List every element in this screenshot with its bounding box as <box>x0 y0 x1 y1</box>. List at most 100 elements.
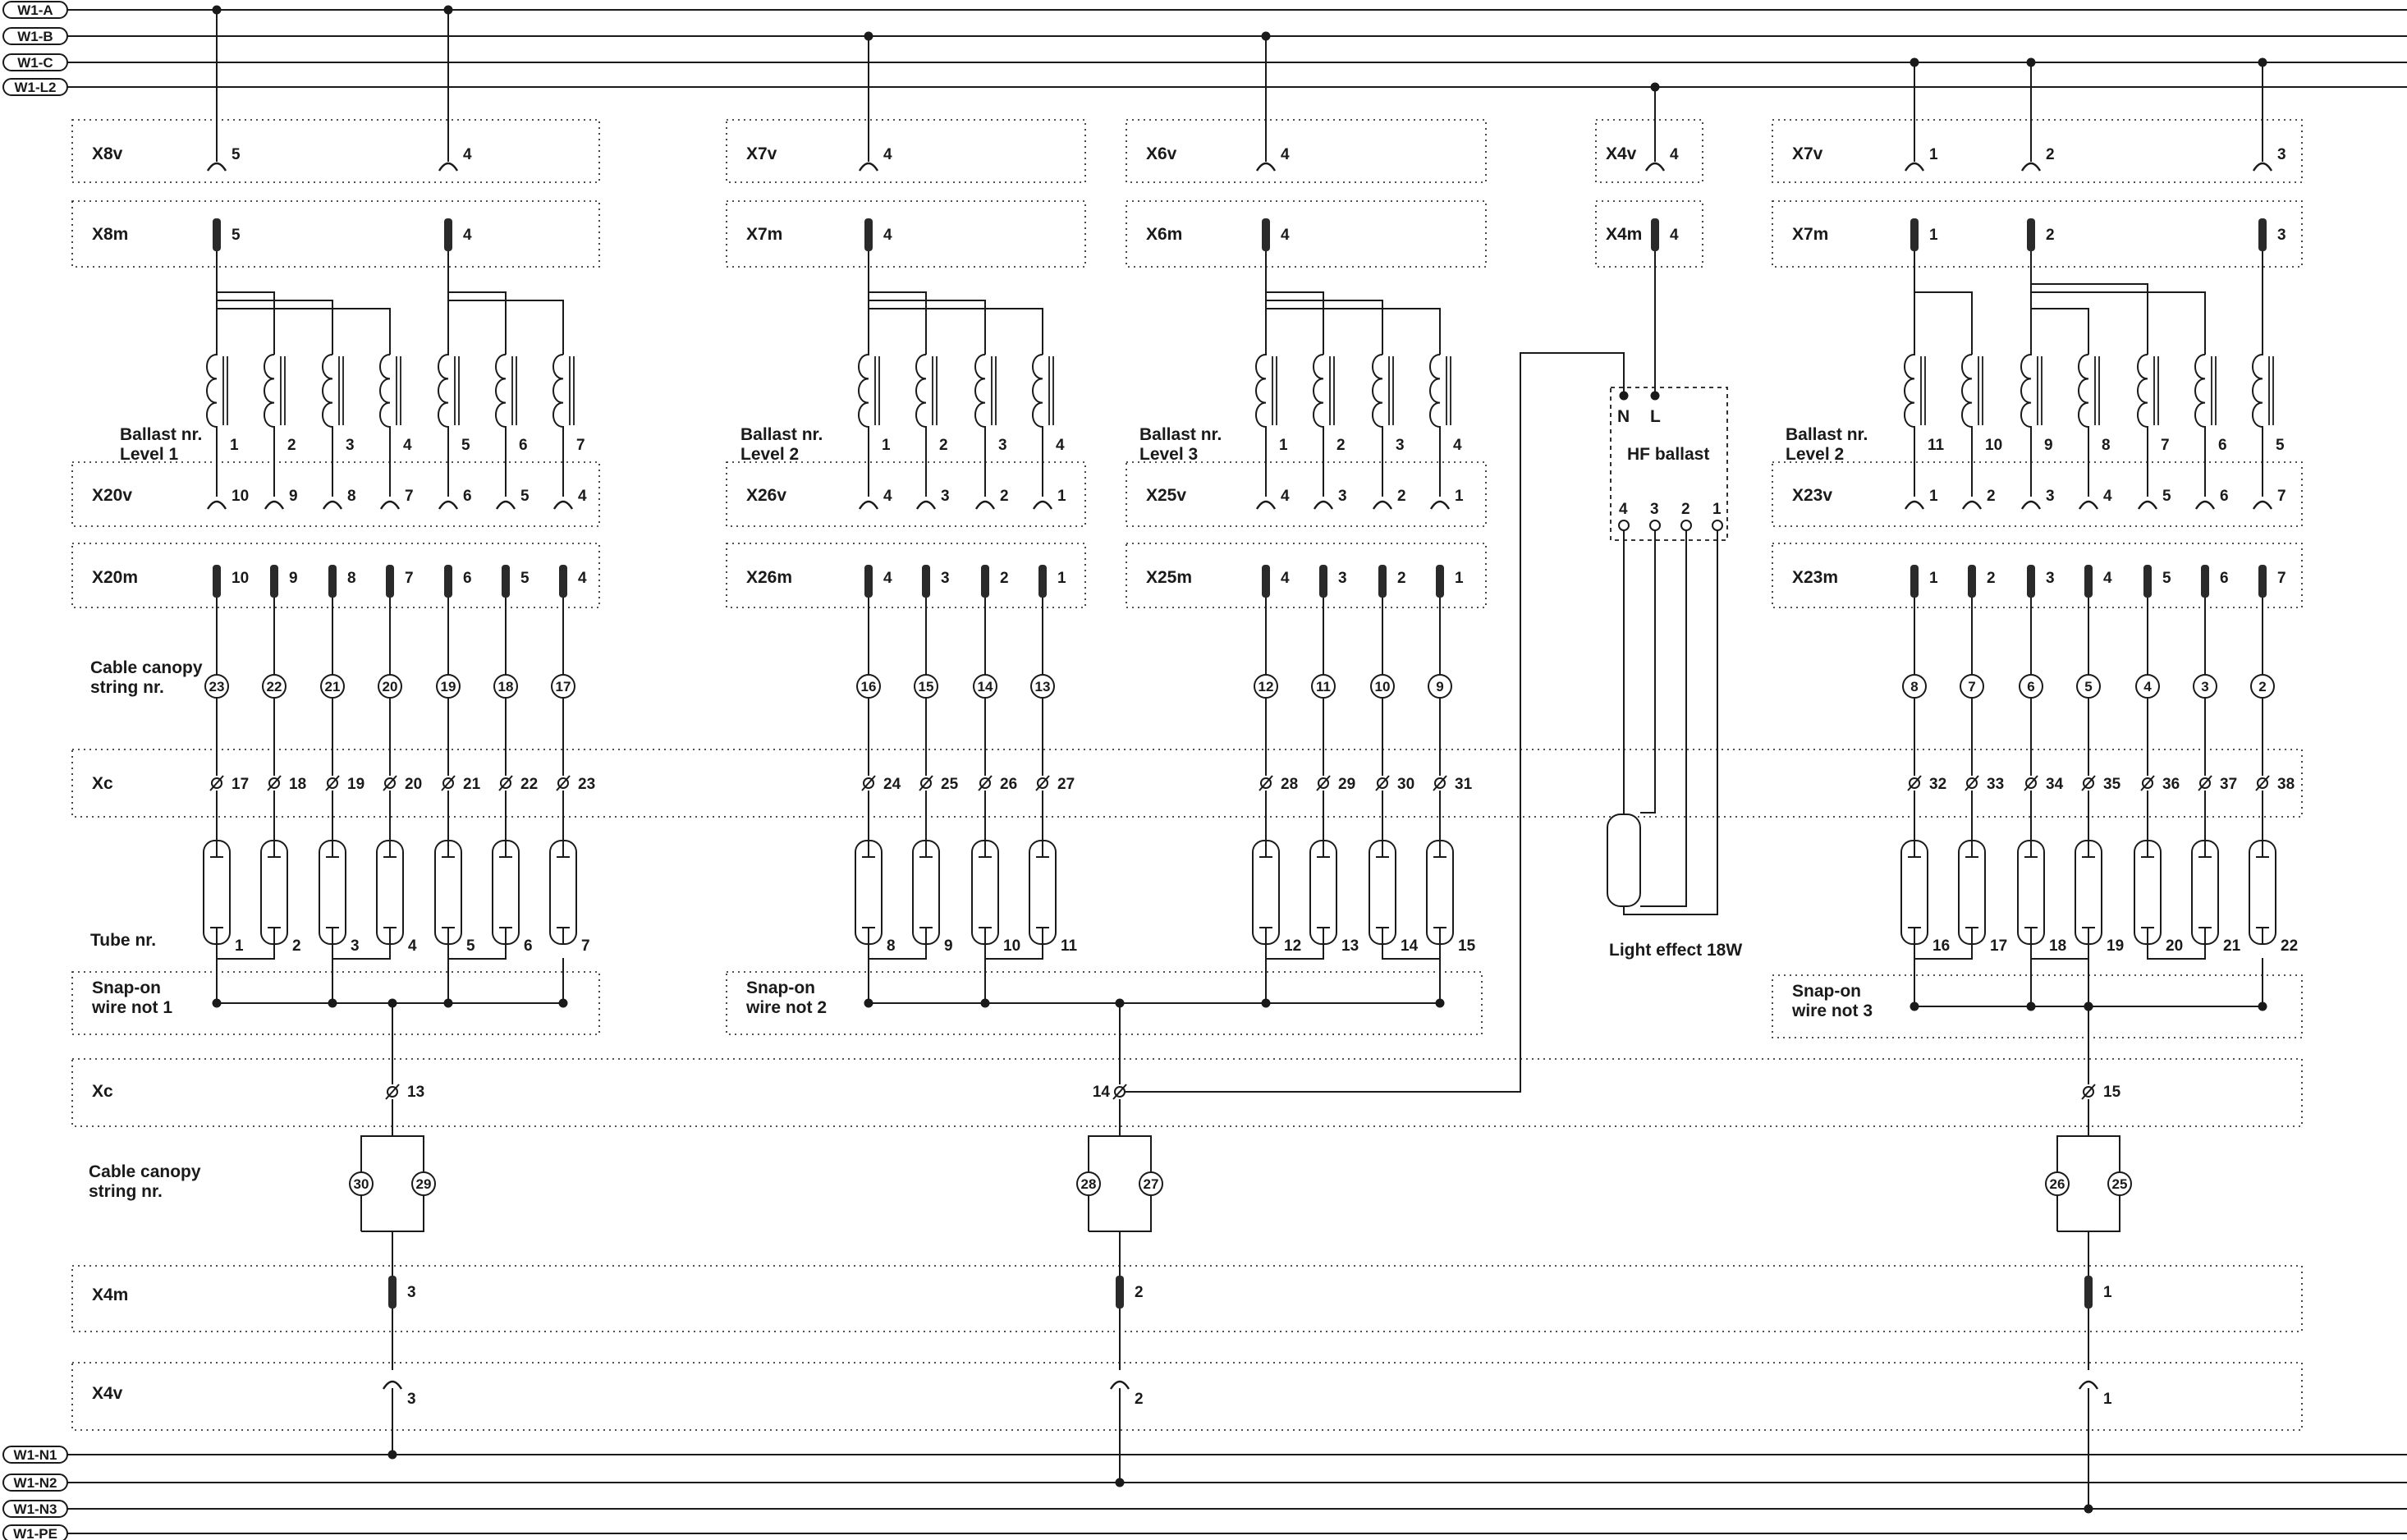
socket-connector-icon <box>206 162 227 172</box>
xc-number: 29 <box>1338 776 1355 793</box>
xm-box <box>726 200 1086 268</box>
xc-number: 33 <box>1987 776 2004 793</box>
terminal-symbol-icon <box>2255 775 2270 791</box>
ballast-wire <box>217 291 275 355</box>
xm2-number: 3 <box>1338 570 1347 587</box>
hf-n-label: N <box>1617 407 1630 426</box>
socket-connector-icon <box>2252 162 2273 172</box>
plug-connector-icon <box>922 565 930 598</box>
terminal-symbol-icon <box>2081 775 2096 791</box>
xm2-number: 7 <box>405 570 414 587</box>
canopy-loop-wire <box>360 1135 424 1232</box>
xm2-label: X25m <box>1146 568 1192 587</box>
snap-on-dot <box>864 998 873 1008</box>
cable-string-number: 29 <box>416 1176 432 1192</box>
bus-label: W1-A <box>17 2 53 18</box>
plug-connector-icon <box>502 565 510 598</box>
xc-number: 25 <box>941 776 959 793</box>
tube-return-wire <box>447 944 507 960</box>
tube-number: 11 <box>1061 937 1078 955</box>
bus-label: W1-L2 <box>15 80 57 95</box>
tube-number: 2 <box>292 937 301 955</box>
socket-connector-icon <box>379 500 401 510</box>
xv-box <box>71 119 600 183</box>
ballast-coil-icon <box>322 354 333 428</box>
xv2-number: 3 <box>1338 488 1347 505</box>
ballast-coil-icon <box>2078 354 2089 428</box>
snap-on-junction-dot <box>387 998 397 1008</box>
xv2-number: 1 <box>1455 488 1464 505</box>
feed-number: 1 <box>1929 227 1938 244</box>
cable-string-number: 21 <box>325 679 341 694</box>
cable-string-number: 28 <box>1081 1176 1097 1192</box>
tube-number: 1 <box>235 937 244 955</box>
terminal-symbol-icon <box>2140 775 2155 791</box>
level-label: Level 3 <box>1139 445 1198 464</box>
xm-label: X6m <box>1146 225 1182 244</box>
ballast-number: 3 <box>346 437 355 454</box>
ballast-wire <box>217 308 391 355</box>
tube-return-wire <box>984 944 1043 960</box>
tube-return-wire <box>332 944 391 960</box>
xc-number: 19 <box>347 776 364 793</box>
hf-output-terminal <box>1712 520 1723 531</box>
feed-number: 4 <box>463 227 472 244</box>
xm2-number: 9 <box>289 570 298 587</box>
feed-number: 4 <box>883 227 892 244</box>
cable-string-number: 3 <box>2201 679 2208 694</box>
xc-bottom-label: Xc <box>92 1082 113 1101</box>
xv2-box <box>1772 461 2303 527</box>
ballast-label: Ballast nr. <box>740 425 823 444</box>
ballast-number: 9 <box>2044 437 2053 454</box>
tube-return-wire <box>868 944 927 960</box>
terminal-symbol-icon <box>1112 1084 1127 1100</box>
xc-number: 20 <box>405 776 422 793</box>
xm-box <box>1126 200 1487 268</box>
xm2-number: 4 <box>2103 570 2112 587</box>
socket-connector-icon <box>495 500 516 510</box>
xv2-number: 2 <box>1987 488 1996 505</box>
cable-string-number: 18 <box>498 679 514 694</box>
xm2-number: 4 <box>1281 570 1290 587</box>
xm2-number: 1 <box>1455 570 1464 587</box>
bus-label: W1-C <box>17 55 53 71</box>
bus-junction-dot <box>864 31 873 41</box>
bus-label-tag <box>2 1474 68 1492</box>
plug-connector-icon <box>2084 1276 2093 1309</box>
socket-connector-icon <box>382 1380 403 1390</box>
xv2-box <box>726 461 1086 527</box>
snap-on-box <box>726 971 1483 1035</box>
ballast-coil-icon <box>1429 354 1441 428</box>
bus-label-tag <box>2 1 68 19</box>
xm2-number: 5 <box>520 570 530 587</box>
canopy-loop-wire <box>2056 1135 2120 1232</box>
x4m-bottom-label: X4m <box>92 1286 128 1304</box>
ballast-coil-icon <box>1313 354 1324 428</box>
tube-number: 7 <box>581 937 590 955</box>
cable-canopy-label-2: Cable canopy <box>89 1162 201 1181</box>
ballast-label: Ballast nr. <box>120 425 202 444</box>
cable-string-number: 15 <box>919 679 934 694</box>
hf-terminal-dot <box>1619 391 1629 401</box>
hf-terminal-number: 4 <box>1619 501 1628 518</box>
xm2-number: 2 <box>1397 570 1406 587</box>
socket-connector-icon <box>206 500 227 510</box>
socket-connector-icon <box>2020 500 2042 510</box>
terminal-symbol-icon <box>1965 775 1979 791</box>
x4v-bottom-box <box>71 1362 2303 1431</box>
xv2-number: 7 <box>2277 488 2286 505</box>
ballast-coil-icon <box>264 354 275 428</box>
cable-string-number: 25 <box>2112 1176 2128 1192</box>
ballast-coil-icon <box>974 354 986 428</box>
snap-on-dot <box>1261 998 1271 1008</box>
xm2-box <box>1772 543 2303 608</box>
socket-connector-icon <box>1255 500 1277 510</box>
ballast-wire <box>869 300 986 355</box>
tube-number: 8 <box>887 937 896 955</box>
cable-string-number: 16 <box>861 679 877 694</box>
xv2-number: 3 <box>2046 488 2055 505</box>
plug-connector-icon <box>1436 565 1444 598</box>
cable-string-circle <box>2107 1171 2132 1196</box>
plug-connector-icon <box>1116 1276 1124 1309</box>
socket-connector-icon <box>1313 500 1334 510</box>
